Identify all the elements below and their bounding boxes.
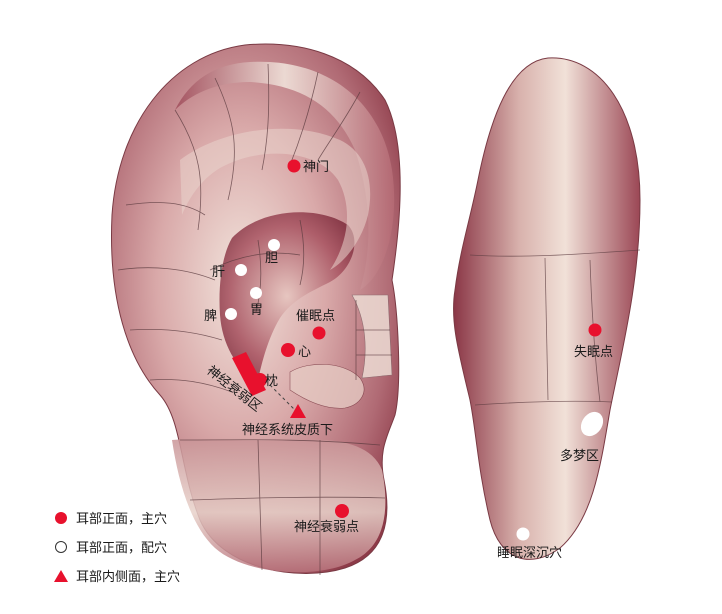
antihelix (180, 128, 371, 270)
label-wei: 胃 (250, 303, 263, 318)
label-shenjingxitong: 神经系统皮质下 (242, 423, 333, 438)
point-dan[interactable] (268, 239, 280, 251)
acupoints (225, 159, 607, 541)
point-shenmen[interactable] (287, 159, 301, 173)
label-shimian: 失眠点 (574, 345, 613, 360)
point-shenjingshuairuo-qu[interactable] (232, 352, 266, 396)
concha (219, 212, 355, 380)
red-circle-icon (55, 512, 67, 524)
label-zhen: 枕 (265, 374, 278, 389)
legend: 耳部正面，主穴 耳部正面，配穴 耳部内侧面，主穴 (54, 512, 180, 585)
label-shenmen: 神门 (303, 160, 329, 175)
label-shenjingshuairuo-dian: 神经衰弱点 (294, 519, 359, 535)
back-ear (453, 57, 641, 560)
tragus (351, 294, 393, 379)
point-pi[interactable] (225, 308, 237, 320)
label-xin: 心 (298, 345, 311, 360)
back-region-lines (469, 249, 641, 406)
point-shenjingxitong[interactable] (290, 404, 306, 418)
label-cuimian: 催眠点 (296, 309, 335, 324)
legend-text-main-inner: 耳部内侧面，主穴 (76, 569, 180, 585)
point-gan[interactable] (235, 264, 247, 276)
point-shuimian[interactable] (516, 527, 530, 541)
antitragus (289, 363, 365, 409)
label-gan: 肝 (212, 265, 225, 280)
point-shimian[interactable] (588, 323, 602, 337)
back-ear-outline (453, 57, 641, 560)
legend-item-main-front: 耳部正面，主穴 (55, 512, 167, 527)
point-shenjingshuairuo-dian[interactable] (335, 504, 349, 518)
legend-item-aux-front: 耳部正面，配穴 (55, 541, 167, 556)
label-dan: 胆 (265, 251, 278, 266)
helix-rim (175, 61, 395, 290)
point-cuimian[interactable] (312, 326, 326, 340)
red-triangle-icon (54, 570, 68, 582)
region-lines (117, 63, 392, 575)
ear-lobe (172, 439, 386, 573)
point-duomeng[interactable] (576, 408, 607, 441)
label-duomeng: 多梦区 (560, 448, 599, 464)
label-pi: 脾 (204, 309, 217, 324)
guide-line (269, 384, 301, 416)
legend-item-main-inner: 耳部内侧面，主穴 (54, 569, 180, 585)
point-wei[interactable] (250, 287, 262, 299)
label-shuimian: 睡眠深沉穴 (497, 546, 562, 561)
white-circle-icon (55, 541, 67, 553)
front-ear (111, 43, 401, 575)
legend-text-main-front: 耳部正面，主穴 (76, 512, 167, 527)
point-xin[interactable] (281, 343, 295, 357)
legend-text-aux-front: 耳部正面，配穴 (76, 541, 167, 556)
